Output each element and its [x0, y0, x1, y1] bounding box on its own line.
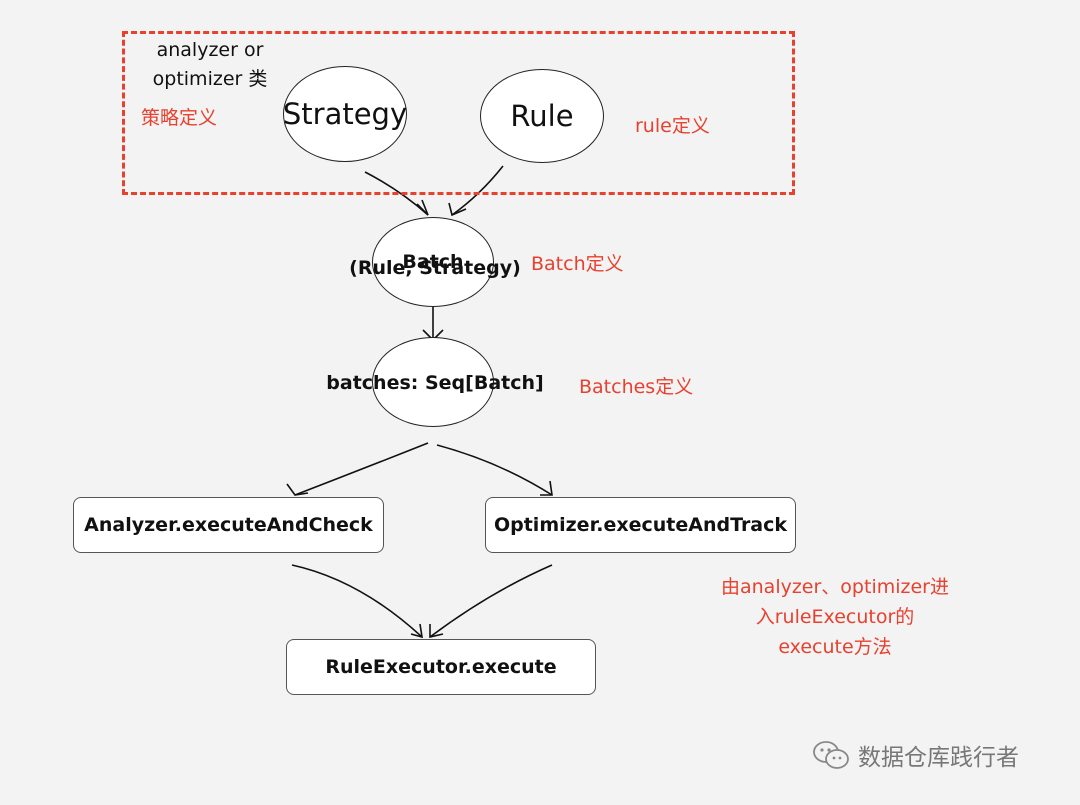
wechat-icon: [813, 741, 849, 769]
watermark: 数据仓库践行者: [812, 738, 1019, 772]
optimizer-node-label: Optimizer.executeAndTrack: [493, 514, 788, 536]
arrow-analyzer-to-executor: [291, 564, 423, 639]
arrow-batches-to-optimizer: [436, 444, 553, 496]
optimizer-node: Optimizer.executeAndTrack: [485, 497, 796, 553]
rule-node-label: Rule: [510, 99, 574, 133]
batch-node-params: (Rule, Strategy): [349, 257, 521, 279]
strategy-node: Strategy: [283, 66, 407, 162]
strategy-node-label: Strategy: [282, 97, 408, 131]
batch-definition-label: Batch定义: [531, 253, 624, 275]
batches-definition-label: Batches定义: [579, 376, 694, 398]
arrow-optimizer-to-executor: [429, 564, 553, 639]
rule-definition-label: rule定义: [635, 115, 710, 137]
category-label-line1: analyzer or: [156, 39, 264, 61]
rule-node: Rule: [480, 69, 604, 163]
batch-node: Batch: [372, 217, 494, 307]
batches-node: [372, 337, 494, 427]
analyzer-node: Analyzer.executeAndCheck: [73, 497, 384, 553]
strategy-definition-label: 策略定义: [141, 107, 218, 129]
execute-annotation-line2: 入ruleExecutor的: [755, 606, 915, 628]
arrow-strategy-to-batch: [364, 171, 429, 216]
rule-executor-node: RuleExecutor.execute: [286, 639, 596, 695]
category-label-line2: optimizer 类: [152, 68, 268, 90]
execute-annotation-line3: execute方法: [778, 636, 892, 658]
arrow-batches-to-analyzer: [286, 442, 429, 496]
watermark-text: 数据仓库践行者: [858, 745, 1019, 771]
execute-annotation: 由analyzer、optimizer进 入ruleExecutor的 exec…: [700, 572, 970, 662]
arrow-batch-to-batches: [422, 305, 444, 342]
definition-region: [122, 31, 795, 195]
execute-annotation-line1: 由analyzer、optimizer进: [720, 576, 949, 598]
batch-node-title: Batch: [402, 251, 464, 273]
batches-node-label: batches: Seq[Batch]: [326, 372, 544, 394]
analyzer-node-label: Analyzer.executeAndCheck: [84, 514, 373, 536]
category-label: analyzer or optimizer 类: [150, 36, 270, 94]
rule-executor-node-label: RuleExecutor.execute: [325, 656, 557, 678]
